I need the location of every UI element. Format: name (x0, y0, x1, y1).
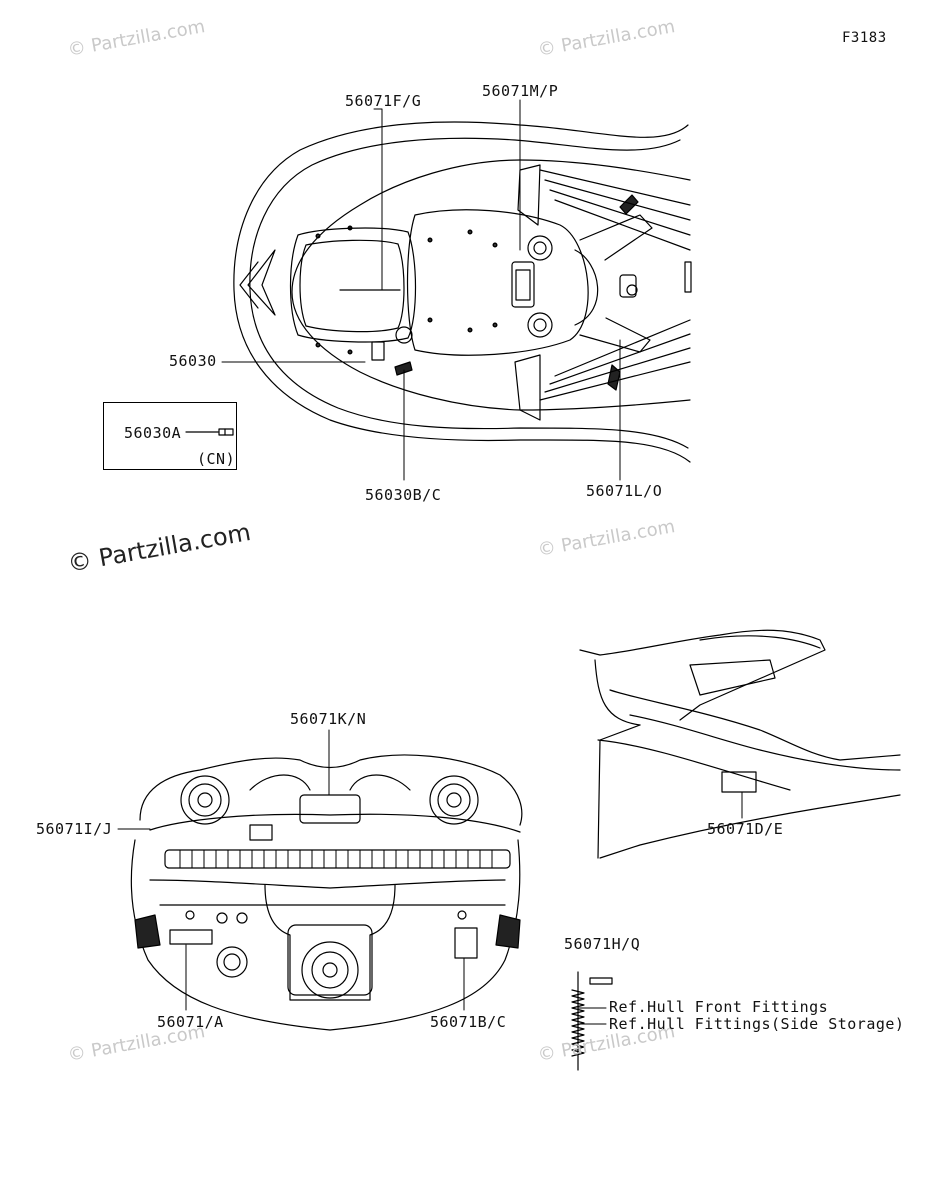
callout-56071lo: 56071L/O (586, 482, 663, 500)
callout-cn: (CN) (197, 450, 236, 468)
callout-56071de: 56071D/E (707, 820, 784, 838)
ref-hull-front-fittings: Ref.Hull Front Fittings (609, 998, 829, 1016)
front-view-watercraft (131, 755, 522, 1030)
ref-hull-side-storage: Ref.Hull Fittings(Side Storage) (609, 1015, 905, 1033)
callout-56071hq: 56071H/Q (564, 935, 641, 953)
leader-lines (118, 100, 742, 1024)
callout-56071bc: 56071B/C (430, 1013, 507, 1031)
inset-box-56030a (103, 402, 237, 470)
front-storage-hatch (291, 228, 416, 342)
callout-56071kn: 56071K/N (290, 710, 367, 728)
sticker-56071hq-graphic (572, 972, 612, 1070)
callout-56071ij: 56071I/J (36, 820, 113, 838)
top-view-watercraft (234, 122, 691, 462)
hull-outline (234, 122, 690, 462)
inset-56030a-graphic (186, 429, 233, 435)
callout-56030: 56030 (169, 352, 217, 370)
side-view-watercraft (580, 630, 900, 858)
figure-code: F3183 (842, 30, 887, 46)
callout-56071a: 56071/A (157, 1013, 224, 1031)
callout-56030a: 56030A (124, 424, 182, 442)
callout-56071fg: 56071F/G (345, 92, 422, 110)
callout-56030bc: 56030B/C (365, 486, 442, 504)
callout-56071mp: 56071M/P (482, 82, 559, 100)
